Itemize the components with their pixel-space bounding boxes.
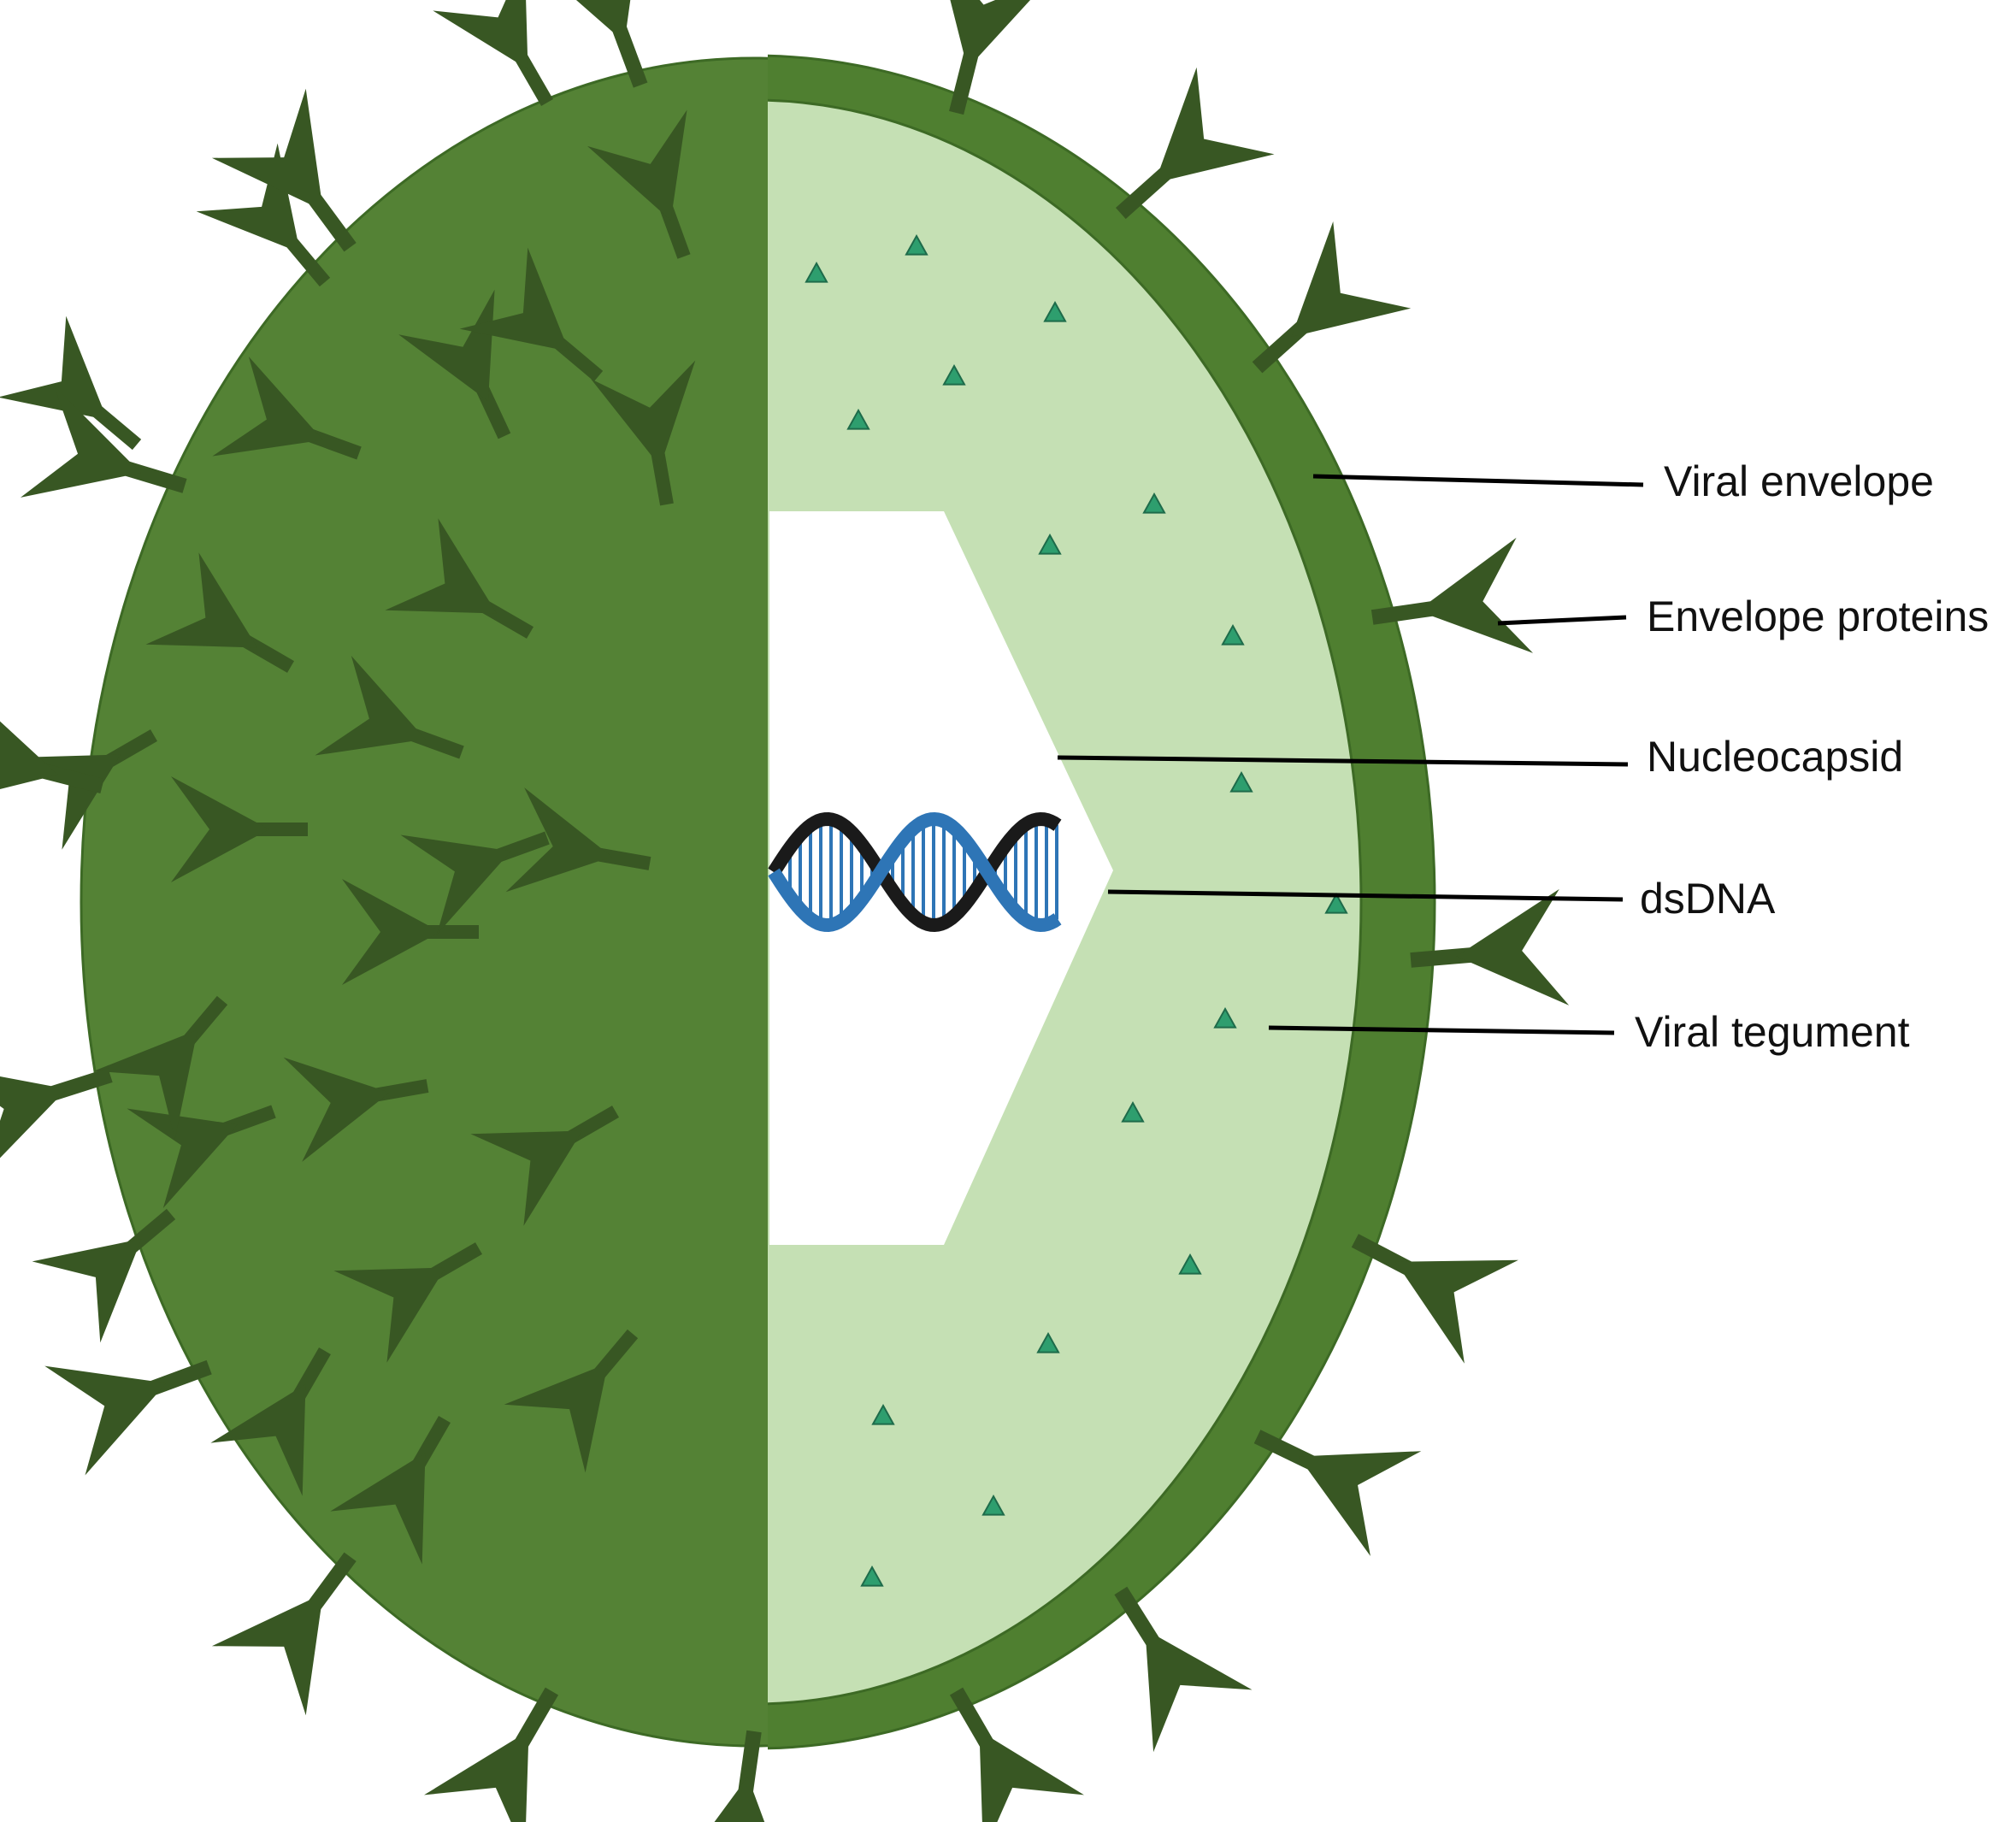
surface-spike-icon bbox=[210, 1347, 331, 1496]
surface-spike-icon bbox=[212, 357, 362, 460]
leader-line-viral-envelope bbox=[1312, 474, 1644, 487]
envelope-spike-icon bbox=[0, 1065, 113, 1177]
surface-spike-icon bbox=[330, 1416, 451, 1565]
tegument-protein-icon bbox=[1036, 1331, 1060, 1353]
label-nucleocapsid: Nucleocapsid bbox=[1647, 733, 1903, 781]
surface-spike-icon bbox=[0, 315, 142, 451]
tegument-protein-icon bbox=[846, 408, 870, 430]
leader-line-nucleocapsid bbox=[1057, 755, 1629, 767]
envelope-spike-icon bbox=[1252, 221, 1412, 374]
surface-spike-icon bbox=[591, 360, 696, 506]
envelope-spike-icon bbox=[937, 0, 1051, 115]
surface-spike-icon bbox=[171, 776, 308, 882]
tegument-protein-icon bbox=[1142, 492, 1166, 514]
envelope-spike-icon bbox=[211, 88, 357, 252]
tegument-protein-icon bbox=[805, 261, 828, 283]
tegument-protein-icon bbox=[1229, 770, 1253, 793]
envelope-spike-icon bbox=[1114, 1586, 1253, 1753]
surface-spike-icon bbox=[145, 552, 294, 673]
double-helix-icon bbox=[768, 811, 1062, 933]
tegument-protein-icon bbox=[1324, 892, 1348, 914]
envelope-spike-icon bbox=[1351, 1234, 1518, 1364]
surface-spike-icon bbox=[93, 995, 228, 1140]
surface-spike-icon bbox=[505, 787, 651, 893]
label-envelope-proteins: Envelope proteins bbox=[1647, 593, 1989, 640]
dna-strand-dark bbox=[768, 811, 1062, 933]
surface-spike-icon bbox=[127, 1105, 276, 1208]
surface-spike-icon bbox=[504, 1329, 639, 1473]
envelope-spike-icon bbox=[1410, 888, 1570, 1005]
tegument-protein-icon bbox=[905, 233, 928, 256]
surface-spike-icon bbox=[283, 1057, 429, 1162]
surface-spike-icon bbox=[398, 289, 511, 439]
dna-strand-blue bbox=[768, 811, 1062, 933]
envelope-spike-icon bbox=[532, 0, 648, 88]
leader-line-dsdna bbox=[1107, 889, 1624, 902]
tegument-protein-icon bbox=[1043, 300, 1067, 322]
leader-line-viral-tegument bbox=[1268, 1025, 1615, 1035]
nucleocapsid-capsid bbox=[769, 511, 1113, 1245]
envelope-spike-icon bbox=[0, 691, 104, 805]
envelope-spike-icon bbox=[949, 1687, 1084, 1822]
tegument-protein-icon bbox=[1221, 623, 1245, 646]
surface-spike-icon bbox=[342, 879, 479, 985]
envelope-spike-icon bbox=[44, 1359, 212, 1476]
leader-line-envelope-proteins bbox=[1497, 615, 1627, 626]
envelope-spike-icon bbox=[1253, 1430, 1422, 1556]
tegument-protein-icon bbox=[981, 1494, 1005, 1516]
surface-spike-icon bbox=[470, 1106, 619, 1226]
envelope-spike-icon bbox=[675, 1730, 791, 1822]
surface-spike-icon bbox=[587, 109, 691, 259]
tegument-particles bbox=[805, 233, 1348, 1587]
surface-spike-icon bbox=[32, 1208, 176, 1343]
tegument-protein-icon bbox=[1213, 1006, 1237, 1029]
label-viral-tegument: Viral tegument bbox=[1635, 1008, 1910, 1056]
label-viral-envelope: Viral envelope bbox=[1664, 457, 1934, 505]
leader-lines bbox=[1057, 474, 1644, 1035]
tegument-protein-icon bbox=[1121, 1100, 1145, 1123]
surface-spike-icon bbox=[459, 247, 604, 382]
surface-spike-icon bbox=[433, 0, 553, 106]
tegument-protein-icon bbox=[1038, 533, 1062, 555]
tegument-protein-icon bbox=[942, 363, 966, 386]
envelope-spike-icon bbox=[211, 1552, 357, 1716]
tegument-protein-icon bbox=[860, 1565, 884, 1587]
surface-spike-icon bbox=[333, 1242, 482, 1363]
surface-spike-icon bbox=[400, 831, 550, 935]
envelope-spike-icon bbox=[424, 1687, 559, 1822]
surface-glycoproteins bbox=[0, 0, 696, 1565]
surface-spike-icon bbox=[385, 518, 533, 639]
tegument-protein-icon bbox=[1178, 1253, 1202, 1275]
envelope-spike-icon bbox=[1115, 67, 1275, 220]
tegument-protein-icon bbox=[871, 1403, 895, 1425]
surface-spike-icon bbox=[315, 656, 464, 759]
label-dsdna: dsDNA bbox=[1640, 875, 1776, 923]
envelope-spike-icon bbox=[20, 386, 187, 498]
